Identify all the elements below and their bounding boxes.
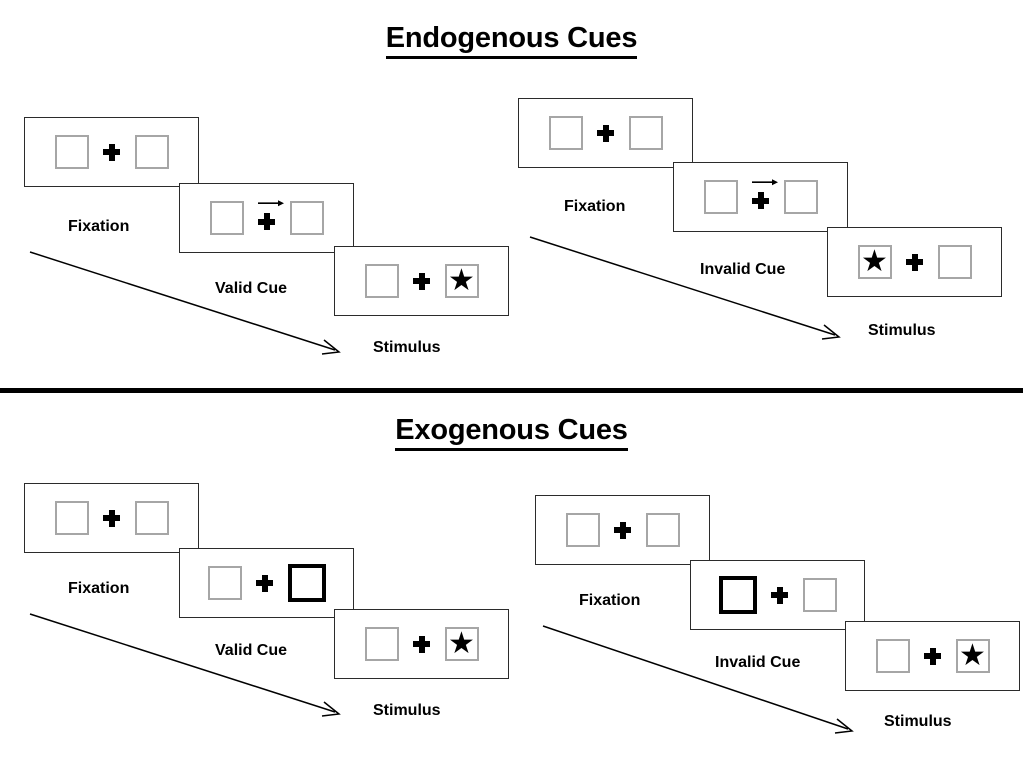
placeholder-square-left	[207, 566, 242, 600]
placeholder-square-right	[645, 513, 680, 547]
fixation-cross-icon	[103, 143, 120, 161]
panel-endogenous-invalid-cue	[673, 162, 848, 232]
cued-square-right	[287, 564, 326, 602]
placeholder-square-left	[875, 639, 910, 673]
panel-content: ★	[846, 622, 1019, 690]
fixation-cross-wrap	[600, 509, 646, 551]
fixation-cross-icon	[906, 253, 923, 271]
cued-square-left	[718, 576, 757, 614]
panel-caption: Fixation	[68, 218, 130, 235]
placeholder-square-right	[289, 201, 324, 235]
placeholder-square-left	[565, 513, 600, 547]
fixation-cross-wrap	[89, 131, 135, 173]
panel-content	[519, 99, 692, 167]
fixation-cross-wrap	[757, 574, 803, 616]
time-arrow-endogenous-invalid	[529, 236, 841, 340]
placeholder-square-right	[628, 116, 663, 150]
section-title-exogenous: Exogenous Cues	[0, 414, 1023, 451]
fixation-cross-wrap	[738, 176, 784, 218]
panel-content	[25, 118, 198, 186]
placeholder-square-left	[548, 116, 583, 150]
panel-content	[691, 561, 864, 629]
section-divider	[0, 388, 1023, 393]
panel-caption: Stimulus	[373, 339, 441, 356]
fixation-cross-icon	[924, 647, 941, 665]
placeholder-square-right	[134, 501, 169, 535]
placeholder-square-left	[54, 501, 89, 535]
fixation-cross-icon	[752, 192, 769, 209]
section-title-endogenous: Endogenous Cues	[0, 22, 1023, 59]
section-title-endogenous-text: Endogenous Cues	[385, 22, 637, 59]
placeholder-square-right	[937, 245, 972, 279]
panel-content: ★	[335, 247, 508, 315]
star-icon: ★	[959, 638, 986, 672]
panel-caption: Valid Cue	[215, 642, 288, 659]
panel-exogenous-invalid-cue	[690, 560, 865, 630]
fixation-cross-icon	[103, 509, 120, 527]
target-square-left: ★	[857, 244, 892, 279]
panel-content	[180, 549, 353, 617]
panel-exogenous-invalid-stimulus: ★	[845, 621, 1020, 691]
panel-content	[674, 163, 847, 231]
fixation-cross-wrap	[583, 112, 629, 154]
fixation-cross-icon	[258, 213, 275, 230]
fixation-cross-icon	[413, 635, 430, 653]
time-arrow-exogenous-valid	[29, 613, 341, 717]
time-arrow-exogenous-invalid	[542, 625, 854, 734]
panel-endogenous-invalid-stimulus: ★	[827, 227, 1002, 297]
panel-caption: Invalid Cue	[700, 261, 786, 278]
fixation-cross-wrap	[89, 497, 135, 539]
panel-content: ★	[335, 610, 508, 678]
panel-endogenous-invalid-fixation	[518, 98, 693, 168]
placeholder-square-right	[802, 578, 837, 612]
placeholder-square-left	[364, 627, 399, 661]
placeholder-square-left	[364, 264, 399, 298]
panel-exogenous-invalid-fixation	[535, 495, 710, 565]
panel-exogenous-valid-cue	[179, 548, 354, 618]
panel-content	[25, 484, 198, 552]
target-square-right: ★	[955, 638, 990, 673]
panel-endogenous-valid-cue	[179, 183, 354, 253]
panel-content	[536, 496, 709, 564]
fixation-cross-wrap	[892, 241, 938, 283]
star-icon: ★	[861, 244, 888, 278]
placeholder-square-right	[783, 180, 818, 214]
fixation-cross-wrap	[399, 623, 445, 665]
fixation-cross-wrap	[244, 197, 290, 239]
fixation-cross-icon	[413, 272, 430, 290]
target-square-right: ★	[444, 626, 479, 661]
panel-exogenous-valid-fixation	[24, 483, 199, 553]
time-arrow-endogenous-valid	[29, 251, 341, 355]
panel-content	[180, 184, 353, 252]
right-arrow-icon	[751, 179, 778, 186]
panel-exogenous-valid-stimulus: ★	[334, 609, 509, 679]
placeholder-square-left	[54, 135, 89, 169]
panel-endogenous-valid-stimulus: ★	[334, 246, 509, 316]
panel-caption: Valid Cue	[215, 280, 288, 297]
panel-caption: Stimulus	[868, 322, 936, 339]
panel-endogenous-valid-fixation	[24, 117, 199, 187]
fixation-cross-icon	[771, 586, 788, 604]
right-arrow-icon	[257, 200, 284, 207]
star-icon: ★	[448, 263, 475, 297]
target-square-right: ★	[444, 263, 479, 298]
placeholder-square-left	[703, 180, 738, 214]
panel-caption: Invalid Cue	[715, 654, 801, 671]
fixation-cross-icon	[256, 574, 273, 592]
fixation-cross-icon	[597, 124, 614, 142]
fixation-cross-wrap	[242, 562, 288, 604]
star-icon: ★	[448, 626, 475, 660]
panel-caption: Fixation	[579, 592, 641, 609]
panel-caption: Fixation	[564, 198, 626, 215]
panel-caption: Stimulus	[884, 713, 952, 730]
fixation-cross-wrap	[910, 635, 956, 677]
placeholder-square-right	[134, 135, 169, 169]
panel-caption: Stimulus	[373, 702, 441, 719]
fixation-cross-icon	[614, 521, 631, 539]
panel-content: ★	[828, 228, 1001, 296]
placeholder-square-left	[209, 201, 244, 235]
fixation-cross-wrap	[399, 260, 445, 302]
section-title-exogenous-text: Exogenous Cues	[395, 414, 628, 451]
panel-caption: Fixation	[68, 580, 130, 597]
